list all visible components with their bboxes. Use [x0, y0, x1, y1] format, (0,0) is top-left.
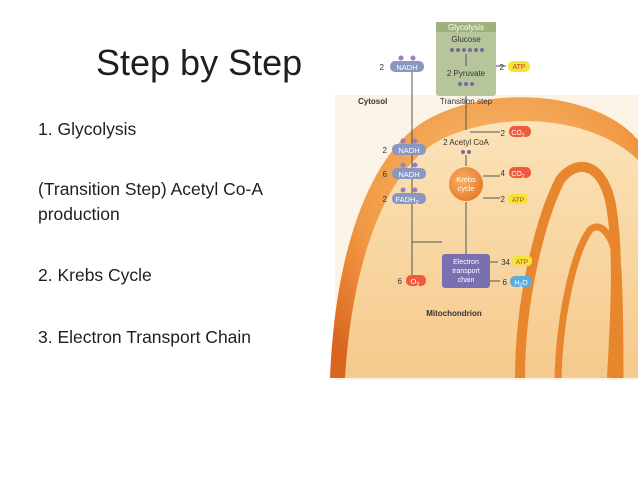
slide-title: Step by Step: [96, 42, 303, 83]
bullet-glycolysis: 1. Glycolysis: [38, 119, 137, 139]
co2-count-1: 2: [501, 129, 506, 138]
cytosol-label: Cytosol: [358, 97, 387, 106]
o2-count: 6: [398, 277, 403, 286]
etc-label-2: transport: [452, 268, 480, 275]
atp-pill-1: [508, 61, 530, 72]
nadh-label-1: NADH: [396, 63, 417, 72]
co2-pill-1: [509, 126, 531, 137]
nadh-count-1: 2: [380, 63, 385, 72]
atp-label-1: ATP: [512, 64, 525, 71]
h2o-count: 6: [503, 278, 508, 287]
nadh-pill-1: [390, 61, 424, 72]
krebs-cycle-circle: [449, 167, 483, 201]
bullet-electron-transport-chain: 3. Electron Transport Chain: [38, 327, 252, 347]
nadh-count-3: 6: [383, 170, 388, 179]
etc-label-1: Electron: [453, 259, 479, 266]
fadh2-dot-icon: [400, 187, 406, 193]
nadh-dot-icon: [412, 138, 418, 144]
co2-count-2: 4: [501, 169, 506, 178]
nadh-dot-icon: [398, 55, 404, 61]
o2-pill: [406, 275, 426, 286]
fadh2-count: 2: [383, 195, 388, 204]
glucose-molecule-icon: [450, 48, 484, 52]
nadh-label-2: NADH: [398, 146, 419, 155]
co2-pill-2: [509, 167, 531, 178]
h2o-pill: [510, 276, 532, 287]
pyruvate-label: 2 Pyruvate: [447, 69, 486, 78]
fadh2-dot-icon: [412, 187, 418, 193]
krebs-label-1: Krebs: [456, 175, 476, 184]
atp-count-2: 2: [501, 195, 506, 204]
glycolysis-header: [436, 22, 496, 32]
nadh-dot-icon: [400, 138, 406, 144]
mitochondrion-label: Mitochondrion: [426, 309, 482, 318]
nadh-pill-3: [392, 168, 426, 179]
atp-count-3: 34: [501, 258, 510, 267]
nadh-label-3: NADH: [398, 170, 419, 179]
fadh2-label: FADH2: [395, 195, 418, 206]
o2-label: O2: [411, 277, 420, 288]
nadh-dot-icon: [400, 162, 406, 168]
nadh-dot-icon: [412, 162, 418, 168]
bullet-transition-step: (Transition Step) Acetyl Co-A: [38, 179, 263, 199]
co2-label-2: CO2: [511, 171, 525, 180]
mitochondrion-cristae-2: [554, 223, 624, 379]
cellular-respiration-diagram: Glycolysis Glucose 2 Pyruvate Cytosol Tr…: [330, 22, 638, 380]
acetyl-coa-label: 2 Acetyl CoA: [443, 138, 489, 147]
co2-label-1: CO2: [511, 130, 525, 139]
nadh-pill-2: [392, 144, 426, 155]
pyruvate-molecule-icon: [458, 82, 474, 86]
bullet-transition-step-cont: production: [38, 204, 120, 224]
atp-label-2: ATP: [512, 197, 524, 204]
atp-count-1: 2: [500, 63, 505, 72]
glucose-label: Glucose: [451, 35, 481, 44]
acetyl-coa-molecule-icon: [461, 150, 471, 154]
atp-pill-3: [512, 256, 532, 266]
etc-label-3: chain: [458, 277, 475, 284]
krebs-label-2: cycle: [457, 184, 474, 193]
atp-pill-2: [508, 194, 528, 204]
glycolysis-title: Glycolysis: [448, 23, 484, 32]
atp-label-3: ATP: [516, 259, 528, 266]
nadh-count-2: 2: [383, 146, 388, 155]
nadh-dot-icon: [410, 55, 416, 61]
fadh2-pill: [392, 193, 426, 204]
h2o-label: H2O: [514, 280, 528, 289]
bullet-krebs-cycle: 2. Krebs Cycle: [38, 265, 152, 285]
electron-transport-chain-box: [442, 254, 490, 288]
